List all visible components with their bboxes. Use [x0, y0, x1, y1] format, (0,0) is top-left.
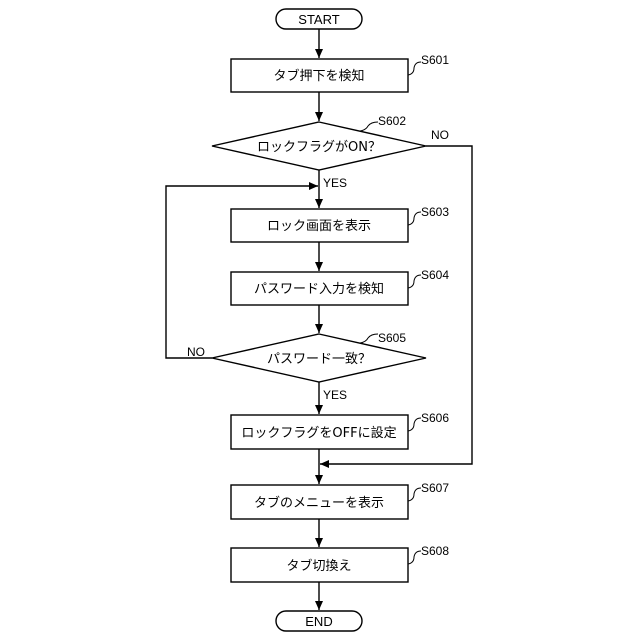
s608-text: タブ切換え — [286, 558, 351, 574]
s606-text: ロックフラグをOFFに設定 — [241, 425, 396, 441]
s605-id: S605 — [378, 331, 406, 345]
s604-id: S604 — [421, 268, 449, 282]
process-box-s607: タブのメニューを表示 — [231, 485, 408, 519]
process-box-s603: ロック画面を表示 — [231, 209, 408, 242]
s606-leader — [408, 418, 421, 431]
s606-id: S606 — [421, 411, 449, 425]
s601-text: タブ押下を検知 — [273, 68, 364, 84]
s602-yes-label: YES — [323, 176, 347, 190]
s603-leader — [408, 212, 421, 225]
s607-id: S607 — [421, 481, 449, 495]
start-label: START — [298, 12, 339, 27]
end-label: END — [305, 614, 332, 629]
process-box-s606: ロックフラグをOFFに設定 — [231, 415, 408, 449]
s602-id: S602 — [378, 114, 406, 128]
s605-text: パスワード一致？ — [267, 352, 371, 367]
s601-id: S601 — [421, 53, 449, 67]
decision-s602: ロックフラグがON？ — [212, 122, 426, 170]
s607-leader — [408, 488, 421, 501]
s602-leader — [360, 122, 378, 131]
start-terminal: START — [276, 9, 362, 29]
end-terminal: END — [276, 611, 362, 631]
s601-leader — [408, 62, 421, 75]
s603-text: ロック画面を表示 — [267, 219, 371, 234]
process-box-s601: タブ押下を検知 — [231, 59, 408, 92]
s608-leader — [408, 551, 421, 564]
s604-text: パスワード入力を検知 — [254, 281, 384, 297]
s602-no-label: NO — [431, 128, 449, 142]
s608-id: S608 — [421, 544, 449, 558]
process-box-s608: タブ切換え — [231, 548, 408, 582]
s607-text: タブのメニューを表示 — [254, 495, 384, 511]
s605-leader — [360, 334, 378, 343]
s602-text: ロックフラグがON？ — [257, 140, 381, 155]
s603-id: S603 — [421, 205, 449, 219]
s605-yes-label: YES — [323, 388, 347, 402]
s605-no-label: NO — [187, 345, 205, 359]
process-box-s604: パスワード入力を検知 — [231, 272, 408, 305]
s604-leader — [408, 275, 421, 288]
